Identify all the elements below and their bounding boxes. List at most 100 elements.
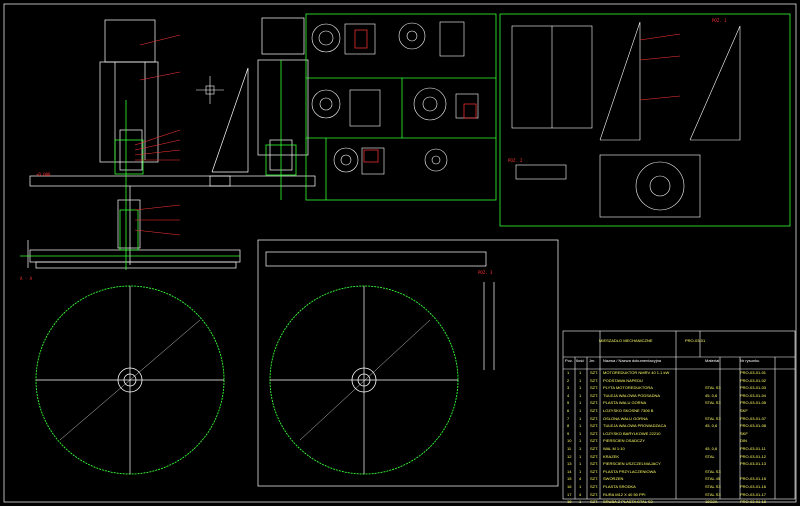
table-cell-dwg: PRO-03-01-15 xyxy=(740,476,767,482)
table-cell-name: PLASTA PRZYLACZENIOWA xyxy=(603,468,656,474)
table-cell-name: SWORZEN xyxy=(603,476,624,482)
table-cell-no: 15 xyxy=(567,476,572,482)
disk-frame xyxy=(257,239,559,487)
table-cell-dwg: PRO-03-01-12 xyxy=(740,453,767,459)
table-cell-unit: SZT. xyxy=(590,407,599,413)
table-cell-no: 18 xyxy=(567,499,572,505)
table-cell-qty: 1 xyxy=(579,392,582,398)
section-label: A - A xyxy=(20,276,33,281)
title-block-columns: Poz. Ilość Jm. Nazwa / Nazwa dokumentacy… xyxy=(563,357,795,365)
table-cell-mat: STAL S3 xyxy=(705,468,721,474)
table-cell-dwg: PRO-03-01-18 xyxy=(740,499,767,505)
table-cell-no: 6 xyxy=(567,407,570,413)
table-cell-qty: 1 xyxy=(579,468,582,474)
table-cell-qty: 1 xyxy=(579,423,582,429)
table-cell-qty: 1 xyxy=(579,377,582,383)
table-cell-unit: SZT. xyxy=(590,491,599,497)
table-cell-mat: STAL S3 xyxy=(705,491,721,497)
level-label: +0.000 xyxy=(36,172,51,177)
table-cell-unit: SZT. xyxy=(590,377,599,383)
table-cell-qty: 4 xyxy=(579,491,582,497)
col-drawing: Nr rysunku xyxy=(740,358,760,363)
table-cell-name: OSLONA WALU GORNA xyxy=(603,415,648,421)
table-cell-name: RURA M12 X 40 50 PPI xyxy=(603,491,646,497)
table-cell-unit: SZT. xyxy=(590,445,599,451)
detail-highlights xyxy=(354,29,477,163)
table-cell-name: PIERSCIEN OSADCZY xyxy=(603,438,646,444)
right-detail-red xyxy=(639,33,681,101)
table-cell-qty: 1 xyxy=(579,400,582,406)
detail-panel xyxy=(305,13,497,201)
col-qty: Ilość xyxy=(576,358,585,363)
table-cell-no: 4 xyxy=(567,392,570,398)
table-cell-mat: 45, 0,6 xyxy=(705,392,718,398)
table-cell-qty: 1 xyxy=(579,430,582,436)
col-material: Materiał xyxy=(705,358,720,363)
col-name: Nazwa / Nazwa dokumentacyjna xyxy=(603,358,662,363)
table-cell-name: PLASTA SRODKA xyxy=(603,483,636,489)
table-cell-unit: SZT. xyxy=(590,385,599,391)
table-cell-name: LOZYSKO BARYLKOWE 22210 xyxy=(603,430,661,436)
table-cell-name: LOZYSKO SKOSNE 7306 B xyxy=(603,407,654,413)
table-cell-name: PLYTA MOTOREDUKTORA xyxy=(603,385,653,391)
table-cell-no: 2 xyxy=(567,377,570,383)
table-cell-mat: 45, 0,6 xyxy=(705,423,718,429)
table-cell-unit: SZT. xyxy=(590,476,599,482)
table-cell-dwg: PRO-03-01-02 xyxy=(740,377,767,383)
table-cell-name: WAL M 1:10 xyxy=(603,445,625,451)
table-cell-unit: SZT. xyxy=(590,438,599,444)
table-cell-dwg: PRO-03-01-11 xyxy=(740,445,766,451)
table-cell-name: SRUBA Z PLASTA STAL S3 xyxy=(603,499,653,505)
table-cell-qty: 1 xyxy=(579,445,582,451)
table-cell-unit: SZT. xyxy=(590,423,599,429)
table-cell-dwg: PRO-03-01-16 xyxy=(740,483,767,489)
table-cell-unit: SZT. xyxy=(590,468,599,474)
table-cell-unit: SZT. xyxy=(590,430,599,436)
title-block-header: MIESZADLO MECHANICZNE PRO-03-01 xyxy=(563,331,795,369)
col-no: Poz. xyxy=(565,358,574,363)
title-block-frame xyxy=(562,330,796,500)
table-cell-name: TULEJA WALOWA PROWADZACA xyxy=(603,423,667,429)
table-cell-unit: SZT. xyxy=(590,499,599,505)
table-cell-unit: SZT. xyxy=(590,415,599,421)
table-cell-no: 8 xyxy=(567,423,570,429)
poz1-label: POZ. 1 xyxy=(712,18,727,23)
table-cell-name: TULEJA WALOWA PODSADNA xyxy=(603,392,661,398)
table-cell-unit: SZT. xyxy=(590,400,599,406)
table-cell-no: 7 xyxy=(567,415,570,421)
disk-view-1 xyxy=(35,285,225,475)
drawing-title: MIESZADLO MECHANICZNE xyxy=(599,338,653,343)
table-cell-dwg: PRO-03-01-13 xyxy=(740,461,767,467)
table-cell-qty: 1 xyxy=(579,407,582,413)
table-cell-qty: 1 xyxy=(579,461,582,467)
table-cell-name: PIERSCIEN USZCZELNIAJACY xyxy=(603,461,661,467)
detail-drawings xyxy=(311,21,479,175)
table-cell-no: 12 xyxy=(567,453,572,459)
assembly-view-1 xyxy=(27,19,241,269)
table-cell-dwg: PRO-03-01-05 xyxy=(740,400,767,406)
table-cell-qty: 1 xyxy=(579,453,582,459)
table-cell-mat: 18G2A xyxy=(705,499,718,505)
table-cell-qty: 1 xyxy=(579,370,582,375)
table-cell-unit: SZT. xyxy=(590,453,599,459)
